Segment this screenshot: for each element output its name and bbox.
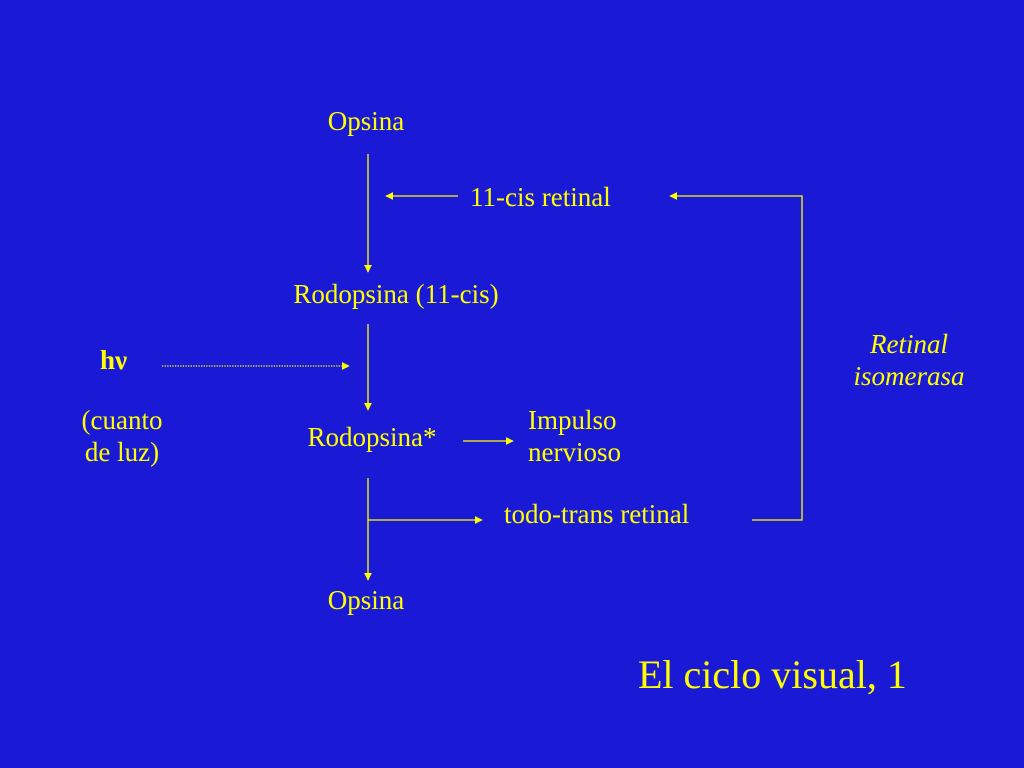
node-rodopsina-star: Rodopsina* bbox=[307, 422, 437, 452]
impulso-line-2: nervioso bbox=[528, 437, 621, 468]
node-light-description: (cuanto de luz) bbox=[58, 404, 186, 469]
arrow-isomerase-loop bbox=[669, 192, 803, 521]
node-light-symbol: hν bbox=[100, 345, 128, 375]
node-rodopsina: Rodopsina (11-cis) bbox=[293, 279, 499, 309]
node-11-cis-retinal: 11-cis retinal bbox=[470, 182, 611, 212]
node-opsina-top: Opsina bbox=[327, 106, 405, 136]
node-retinal-isomerasa: Retinal isomerasa bbox=[830, 328, 988, 393]
impulso-line-1: Impulso bbox=[528, 405, 617, 435]
isomerasa-line-2: isomerasa bbox=[853, 361, 965, 392]
node-opsina-bottom: Opsina bbox=[327, 585, 405, 615]
node-impulso-nervioso: Impulso nervioso bbox=[528, 404, 658, 469]
light-description-line-2: de luz) bbox=[84, 437, 160, 468]
slide-title: El ciclo visual, 1 bbox=[638, 652, 907, 697]
node-todo-trans-retinal: todo-trans retinal bbox=[504, 499, 690, 529]
light-description-line-1: (cuanto bbox=[81, 405, 163, 435]
isomerasa-line-1: Retinal bbox=[870, 329, 948, 359]
